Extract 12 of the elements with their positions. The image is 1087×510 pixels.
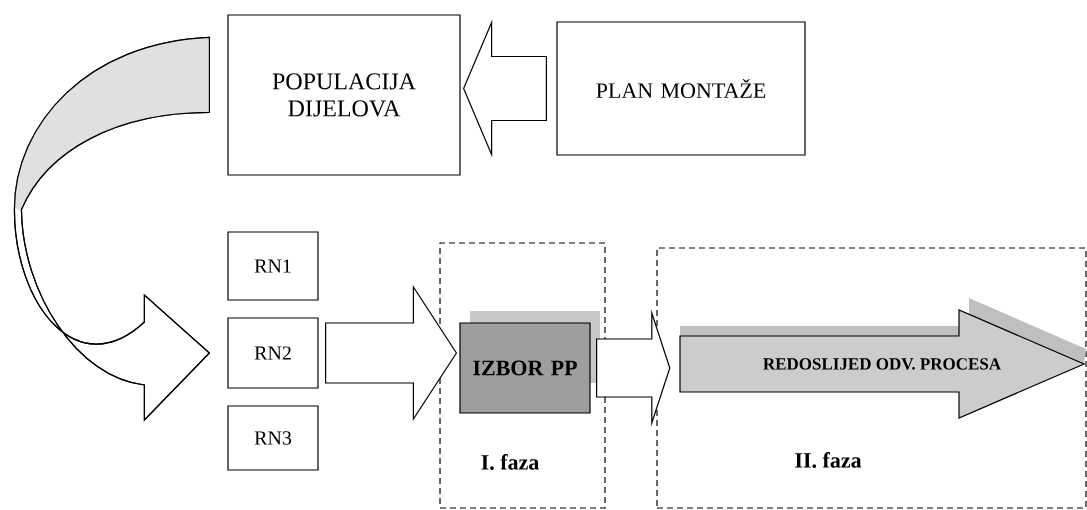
process-box: RN3 <box>227 405 319 471</box>
block-arrow <box>596 309 671 427</box>
process-box: RN1 <box>227 231 319 301</box>
process-box: IZBOR PP <box>459 311 600 414</box>
process-box: PLAN MONTAŽE <box>556 21 806 156</box>
curved-block-arrow <box>13 36 210 421</box>
process-box: RN2 <box>227 317 319 389</box>
phase-label: I. faza <box>481 454 539 470</box>
process-box: POPULACIJA DIJELOVA <box>227 14 461 176</box>
block-arrow <box>462 19 547 158</box>
phase-label: II. faza <box>795 452 862 468</box>
block-arrow <box>325 284 458 421</box>
